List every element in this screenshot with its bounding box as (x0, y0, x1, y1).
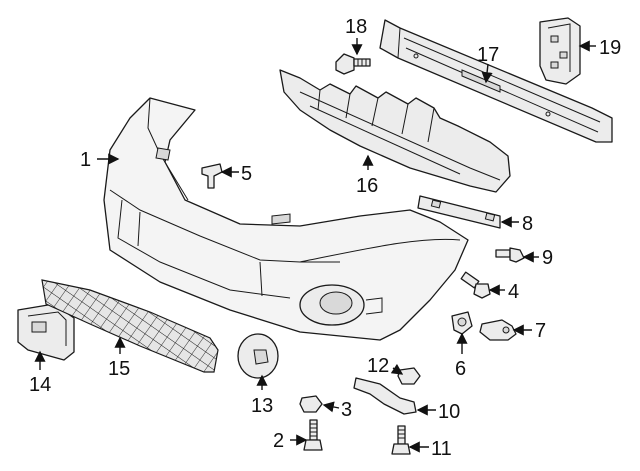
part-6-grommet (451, 311, 473, 335)
leader-17 (481, 63, 493, 84)
callout-13: 13 (251, 395, 273, 417)
leader-12 (390, 363, 404, 375)
part-17-reinforcement (379, 19, 613, 143)
callout-19: 19 (599, 37, 621, 59)
callout-17: 17 (477, 44, 499, 66)
leader-lines (34, 38, 596, 453)
part-16-absorber (279, 69, 511, 193)
callout-1: 1 (80, 149, 91, 171)
callout-6: 6 (455, 358, 466, 380)
callout-8: 8 (522, 213, 533, 235)
part-3-nut (299, 395, 323, 413)
part-4-bolt (460, 271, 491, 299)
part-19-bracket (539, 17, 581, 85)
callout-15: 15 (108, 358, 130, 380)
part-2-bolt (303, 419, 323, 451)
part-8-filler (417, 195, 501, 229)
callout-labels: 1 2 3 4 5 6 7 8 9 10 11 12 13 14 15 16 1… (29, 16, 621, 460)
part-10-bracket (353, 377, 417, 415)
leader-3 (322, 401, 340, 413)
callout-16: 16 (356, 175, 378, 197)
callout-7: 7 (535, 320, 546, 342)
callout-5: 5 (241, 163, 252, 185)
callout-3: 3 (341, 399, 352, 421)
callout-18: 18 (345, 16, 367, 38)
part-18-bolt (335, 53, 371, 75)
callout-2: 2 (273, 430, 284, 452)
callout-4: 4 (508, 281, 519, 303)
part-7-clip (479, 319, 517, 341)
part-11-bolt (391, 425, 411, 455)
callout-12: 12 (367, 355, 389, 377)
part-5-clip (201, 163, 223, 189)
part-9-bolt (495, 247, 525, 263)
part-12-nut (397, 367, 421, 385)
part-15-grille (41, 279, 219, 373)
callout-11: 11 (431, 438, 452, 460)
callout-9: 9 (542, 247, 553, 269)
part-1-bumper-cover (103, 97, 469, 341)
callout-10: 10 (438, 401, 460, 423)
callout-14: 14 (29, 374, 51, 396)
part-13-fog-cover (237, 333, 279, 379)
